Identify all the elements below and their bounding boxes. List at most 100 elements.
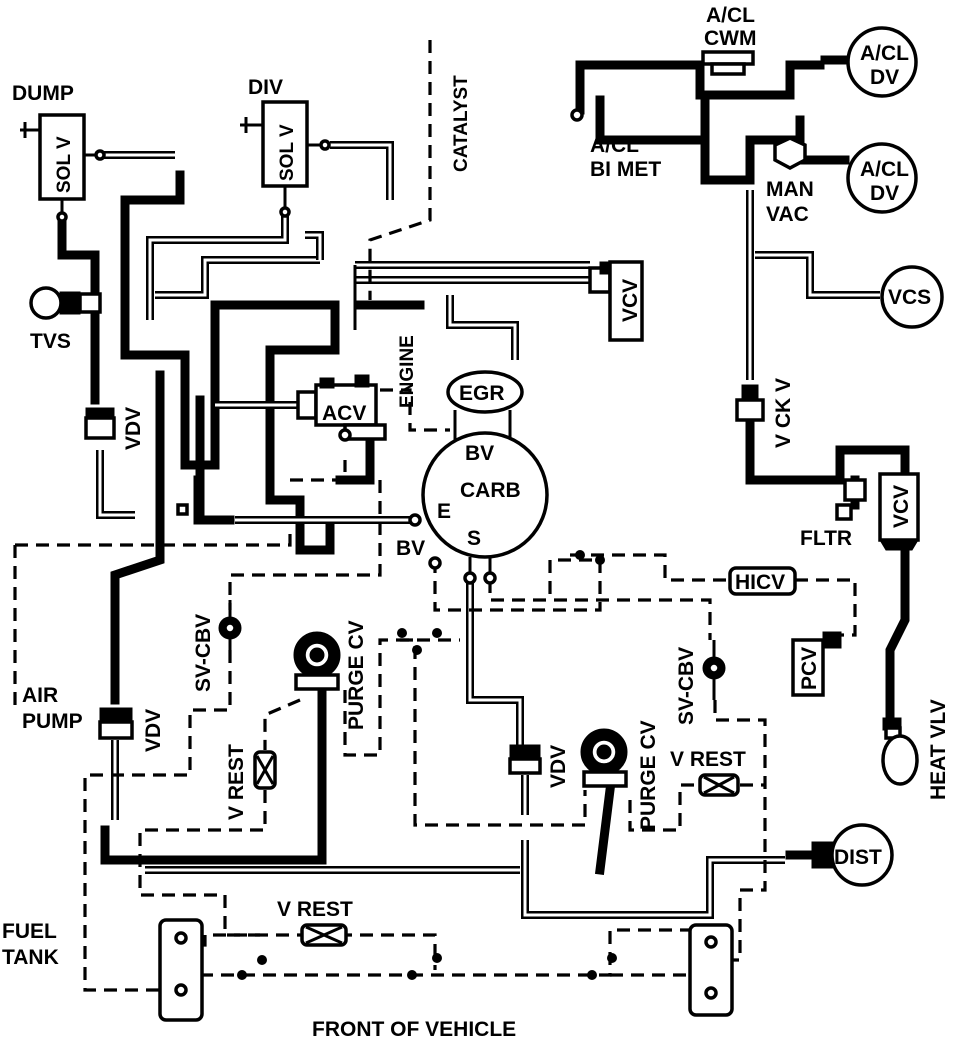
label-acl-bimet-2: BI MET xyxy=(590,158,661,181)
fltr-vcv-right xyxy=(835,472,920,551)
junction-dot xyxy=(407,970,417,980)
hose-acl-top xyxy=(575,60,825,115)
junction-dot xyxy=(397,628,407,638)
vcv-right-body xyxy=(878,472,920,542)
dash-purge-to-vrest xyxy=(263,698,301,750)
label-acl-dv-mid-2: DV xyxy=(870,182,899,205)
label-div: DIV xyxy=(248,76,283,99)
heat-valve xyxy=(881,717,919,786)
label-carb: CARB xyxy=(460,479,521,502)
label-sol-v-left: SOL V xyxy=(54,136,75,193)
label-engine: ENGINE xyxy=(397,335,418,408)
dash-bv-to-hicv xyxy=(433,558,602,612)
junction-dot xyxy=(432,628,442,638)
label-man-vac-2: VAC xyxy=(766,203,809,226)
hose-acl-mid xyxy=(700,90,805,185)
label-dist: DIST xyxy=(834,846,882,869)
vdv-center xyxy=(508,744,542,775)
tvs-valve xyxy=(29,286,102,320)
acl-dv-top xyxy=(846,26,918,98)
junction-dot xyxy=(575,550,585,560)
label-purge-cv-right: PURGE CV xyxy=(637,720,660,830)
purge-cv-right xyxy=(580,728,628,788)
label-acl-bimet-1: A/CL xyxy=(590,134,639,157)
label-sv-cbv-right: SV-CBV xyxy=(675,647,698,725)
dash-catalyst xyxy=(368,40,432,300)
label-purge-cv-left: PURGE CV xyxy=(345,620,368,730)
dash-top-to-hicv xyxy=(570,553,730,582)
label-fuel: FUEL xyxy=(2,920,57,943)
dashed-hoses xyxy=(13,40,857,992)
junction-dot xyxy=(595,555,605,565)
hose-acl-left xyxy=(595,95,705,145)
v-rest-left xyxy=(253,750,277,790)
div-solenoid-valve xyxy=(240,100,331,218)
hose-dump-to-tvs xyxy=(57,215,100,295)
dash-hicv-to-pcv xyxy=(795,578,857,637)
label-fltr: FLTR xyxy=(800,527,852,550)
vcs-body xyxy=(880,265,944,329)
vdv-upper xyxy=(84,407,116,440)
acl-cwm-body xyxy=(701,50,755,66)
acl-dv-mid-body xyxy=(846,142,918,214)
label-air: AIR xyxy=(22,684,58,707)
hose-vckv-to-heat xyxy=(745,415,910,725)
label-vck-v: V CK V xyxy=(772,378,795,448)
distributor xyxy=(811,823,894,887)
dump-sol-v-body xyxy=(38,113,86,201)
dash-svcbv-left-down xyxy=(83,650,232,992)
label-vdv-lower-left: VDV xyxy=(142,709,165,752)
label-man-vac-1: MAN xyxy=(766,178,814,201)
dash-carb-to-svcbv xyxy=(228,480,382,610)
dash-loop-center xyxy=(400,638,587,827)
hollow-to-vcs xyxy=(755,251,880,299)
acl-dv-top-body xyxy=(846,26,918,98)
vcv-top xyxy=(588,260,644,342)
canister-right xyxy=(688,923,734,1017)
footer-front-of-vehicle: FRONT OF VEHICLE xyxy=(312,1018,516,1040)
vckv-body xyxy=(735,398,765,422)
label-v-rest-bottom: V REST xyxy=(277,898,353,921)
dash-purge-right-loop xyxy=(628,783,700,832)
label-tank: TANK xyxy=(2,946,59,969)
label-acv: ACV xyxy=(322,402,366,425)
canister-left xyxy=(158,918,204,1022)
labels: DUMP DIV SOL V SOL V CATALYST TVS VDV AI… xyxy=(2,4,950,1040)
thick-hoses xyxy=(57,55,910,876)
label-heat-vlv: HEAT VLV xyxy=(927,699,950,800)
hose-loop-top xyxy=(120,170,185,205)
hollow-vdv-upper-down xyxy=(96,450,135,519)
label-catalyst: CATALYST xyxy=(451,75,472,172)
carburetor xyxy=(408,431,549,585)
acv-valve xyxy=(296,374,387,442)
dash-acv-loop xyxy=(290,460,347,482)
hollow-vcv-to-egr xyxy=(446,295,519,360)
label-hicv: HICV xyxy=(735,571,785,594)
acl-dv-mid xyxy=(846,142,918,214)
hose-center-loop xyxy=(120,195,340,555)
label-acl-dv-top-1: A/CL xyxy=(860,42,909,65)
v-ck-v xyxy=(735,384,765,422)
label-acl-dv-mid-1: A/CL xyxy=(860,158,909,181)
hollow-div-out xyxy=(330,141,394,200)
label-vdv-upper: VDV xyxy=(122,407,145,450)
dash-left-top xyxy=(15,530,292,547)
label-sol-v-right: SOL V xyxy=(277,124,298,181)
acl-bimet-port xyxy=(570,108,584,122)
vcv-top-body xyxy=(608,260,644,342)
man-vac-fitting xyxy=(773,136,807,170)
label-vcs: VCS xyxy=(888,286,931,309)
hicv-body xyxy=(728,566,797,596)
div-sol-v-body xyxy=(261,100,309,188)
dash-bottom-to-tank xyxy=(200,928,690,977)
acl-cwm xyxy=(701,50,755,76)
carb-body xyxy=(421,431,549,559)
label-v-rest-right: V REST xyxy=(670,748,746,771)
dist-body xyxy=(830,823,894,887)
dash-svcbv-right-down xyxy=(705,700,767,962)
junction-dot xyxy=(412,645,422,655)
label-tvs: TVS xyxy=(30,330,71,353)
acv-body xyxy=(314,383,378,427)
